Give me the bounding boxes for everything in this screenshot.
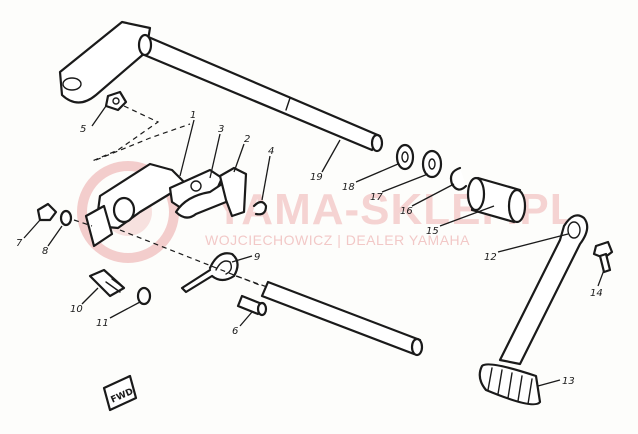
callout-3: 3 xyxy=(218,124,224,135)
leader-lines xyxy=(23,105,605,387)
part-washers xyxy=(395,143,468,191)
callout-1: 1 xyxy=(190,110,196,121)
callout-9: 9 xyxy=(254,252,260,263)
part-bolt-14 xyxy=(592,240,614,274)
part-lower-shaft xyxy=(119,229,424,357)
callout-6: 6 xyxy=(232,326,238,337)
part-shift-arm xyxy=(84,123,268,248)
part-pin-6 xyxy=(236,294,268,317)
fwd-arrow-tag: FWD xyxy=(102,374,138,412)
callout-17: 17 xyxy=(370,192,383,203)
part-bushing xyxy=(466,176,527,224)
callout-15: 15 xyxy=(426,226,439,237)
callout-10: 10 xyxy=(70,304,83,315)
part-nut-7-washer-8 xyxy=(36,202,93,227)
part-shift-shaft xyxy=(58,20,384,153)
part-bolt-10 xyxy=(88,268,152,306)
callout-16: 16 xyxy=(400,206,413,217)
watermark-ring xyxy=(77,161,179,263)
callout-12: 12 xyxy=(484,252,497,263)
callout-2: 2 xyxy=(244,134,250,145)
callouts: 1 2 3 4 5 6 7 8 9 10 11 12 13 14 15 16 1… xyxy=(16,110,603,387)
callout-4: 4 xyxy=(268,146,274,157)
part-nut-5 xyxy=(89,90,160,163)
watermark-dealer: WOJCIECHOWICZ | DEALER YAMAHA xyxy=(205,232,470,248)
callout-8: 8 xyxy=(42,246,48,257)
callout-5: 5 xyxy=(80,124,86,135)
part-shift-pedal xyxy=(478,214,589,406)
callout-19: 19 xyxy=(310,172,323,183)
callout-11: 11 xyxy=(96,318,109,329)
callout-13: 13 xyxy=(562,376,575,387)
callout-14: 14 xyxy=(590,288,603,299)
callout-7: 7 xyxy=(16,238,23,249)
callout-18: 18 xyxy=(342,182,355,193)
